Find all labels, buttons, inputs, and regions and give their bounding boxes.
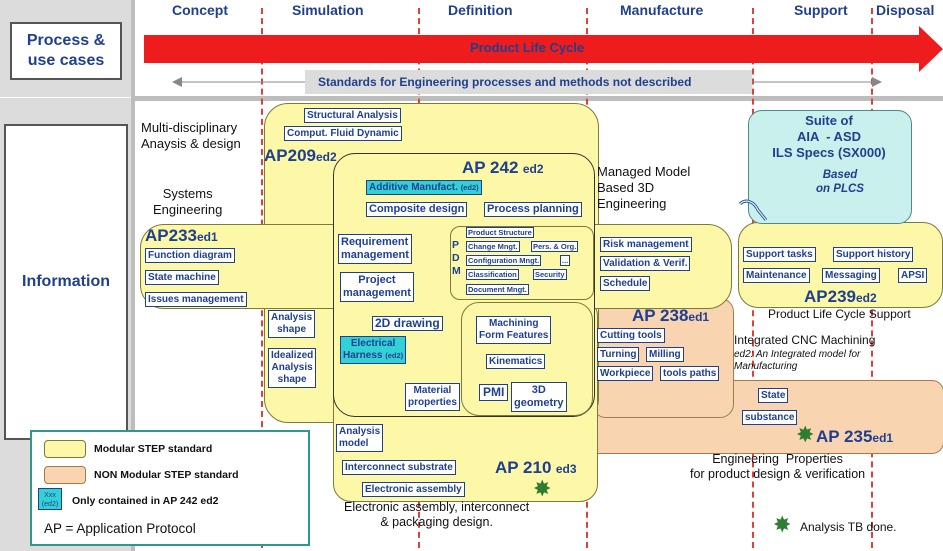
workpiece-box: Workpiece — [597, 366, 654, 381]
analysis-done-star-icon: ✸ — [773, 512, 792, 537]
structural-analysis-box: Structural Analysis — [304, 108, 401, 123]
suite-subtitle: Based on PLCS — [816, 169, 864, 195]
product-life-cycle-arrow — [144, 26, 943, 72]
additive-manufacturing-box: Additive Manufact. (ed2) — [366, 180, 482, 195]
support-history-box: Support history — [833, 247, 914, 262]
standards-banner — [305, 70, 752, 94]
pdm-label: P D M — [452, 239, 461, 277]
electronic-assembly-box: Electronic assembly — [362, 482, 465, 497]
interconnect-substrate-box: Interconnect substrate — [342, 460, 456, 475]
phase-support: Support — [794, 2, 848, 18]
product-life-cycle-label: Product Life Cycle — [470, 40, 585, 55]
analysis-done-star-icon: ✸ — [796, 422, 815, 447]
cnc-subtitle: ed2: An Integrated model for Manufacturi… — [734, 349, 861, 372]
legend-ap242-only-label: Only contained in AP 242 ed2 — [72, 495, 219, 507]
systems-engineering-label: Systems Engineering — [153, 186, 223, 217]
process-planning-box: Process planning — [484, 202, 582, 217]
tools-paths-box: tools paths — [660, 366, 720, 381]
milling-box: Milling — [646, 347, 684, 362]
row-separator — [131, 96, 943, 101]
pdm-region — [450, 226, 594, 300]
suite-region — [748, 110, 912, 224]
electrical-harness-box: Electrical Harness (ed2) — [340, 336, 407, 364]
standards-label: Standards for Engineering processes and … — [318, 75, 692, 89]
suite-connector-icon — [738, 199, 768, 221]
classification-box: Classification — [466, 269, 519, 280]
validation-box: Validation & Verif. — [600, 256, 691, 271]
legend-swatch-modular — [44, 440, 86, 458]
legend-swatch-nonmodular — [44, 466, 86, 484]
phase-definition: Definition — [448, 2, 513, 18]
ap210-label: AP 210 ed3 — [495, 458, 577, 477]
product-structure-box: Product Structure — [466, 227, 534, 238]
plc-support-label: Product Life Cycle Support — [768, 307, 911, 321]
change-management-box: Change Mngt. — [466, 241, 520, 252]
pers-org-box: Pers. & Org. — [531, 241, 579, 252]
support-tasks-box: Support tasks — [743, 247, 816, 262]
analysis-tb-label: Analysis TB done. — [800, 520, 897, 534]
column-separator — [131, 0, 135, 551]
legend-modular-label: Modular STEP standard — [94, 443, 213, 455]
kinematics-box: Kinematics — [486, 354, 546, 369]
suite-title: Suite of AIA - ASD ILS Specs (SX000) — [772, 113, 886, 160]
schedule-box: Schedule — [600, 276, 651, 291]
ap209-label: AP209ed2 — [264, 146, 337, 165]
ap239-region — [738, 222, 943, 308]
ap235-label: AP 235ed1 — [816, 427, 894, 446]
document-management-box: Document Mngt. — [466, 284, 529, 295]
information-label: Information — [4, 124, 128, 440]
pmi-box: PMI — [479, 384, 509, 401]
messaging-box: Messaging — [822, 268, 880, 283]
engineering-properties-label: Engineering Properties for product desig… — [690, 452, 866, 481]
analysis-done-star-icon: ✸ — [533, 476, 552, 501]
phase-manufacture: Manufacture — [620, 2, 704, 18]
configuration-management-box: Configuration Mngt. — [466, 255, 542, 266]
project-management-box: Project management — [340, 272, 414, 302]
cutting-tools-box: Cutting tools — [597, 328, 665, 343]
state-machine-box: State machine — [145, 270, 219, 285]
maintenance-box: Maintenance — [743, 268, 810, 283]
machining-box: Machining Form Features — [476, 316, 552, 344]
idealized-analysis-box: Idealized Analysis shape — [268, 348, 317, 388]
phase-simulation: Simulation — [292, 2, 364, 18]
analysis-shape-box: Analysis shape — [268, 310, 316, 338]
legend-swatch-ap242-only: Xxx (ed2) — [38, 488, 62, 510]
material-properties-box: Material properties — [405, 383, 460, 411]
machining-region — [461, 302, 593, 416]
ap233-label: AP233ed1 — [145, 226, 218, 245]
security-box: Security — [533, 269, 567, 280]
analysis-model-box: Analysis model — [336, 424, 384, 452]
process-use-cases-label: Process & use cases — [10, 22, 122, 80]
composite-design-box: Composite design — [366, 202, 468, 217]
legend-nonmodular-label: NON Modular STEP standard — [94, 469, 239, 481]
ap242-label: AP 242 ed2 — [462, 158, 544, 177]
legend-ap-definition: AP = Application Protocol — [44, 521, 196, 536]
ap238-label: AP 238ed1 — [632, 306, 710, 325]
geometry-3d-box: 3D geometry — [511, 382, 567, 412]
managed-model-label: Managed Model Based 3D Engineering — [597, 164, 691, 211]
multidisciplinary-label: Multi-disciplinary Anaysis & design — [141, 120, 241, 151]
cfd-box: Comput. Fluid Dynamic — [284, 126, 402, 141]
drawing-2d-box: 2D drawing — [372, 316, 443, 331]
state-box: State — [758, 388, 789, 403]
phase-concept: Concept — [172, 2, 228, 18]
requirement-management-box: Requirement management — [338, 234, 412, 264]
issues-management-box: Issues management — [145, 292, 247, 307]
turning-box: Turning — [597, 347, 640, 362]
ellipsis-box: ... — [560, 255, 571, 266]
electronic-assembly-label: Electronic assembly, interconnect & pack… — [344, 500, 530, 529]
ap239-label: AP239ed2 — [804, 287, 877, 306]
apsi-box: APSI — [898, 268, 928, 283]
substance-box: substance — [742, 410, 798, 425]
function-diagram-box: Function diagram — [145, 248, 235, 263]
phase-disposal: Disposal — [876, 2, 935, 18]
cnc-title: Integrated CNC Machining — [734, 333, 876, 347]
risk-management-box: Risk management — [600, 237, 692, 252]
